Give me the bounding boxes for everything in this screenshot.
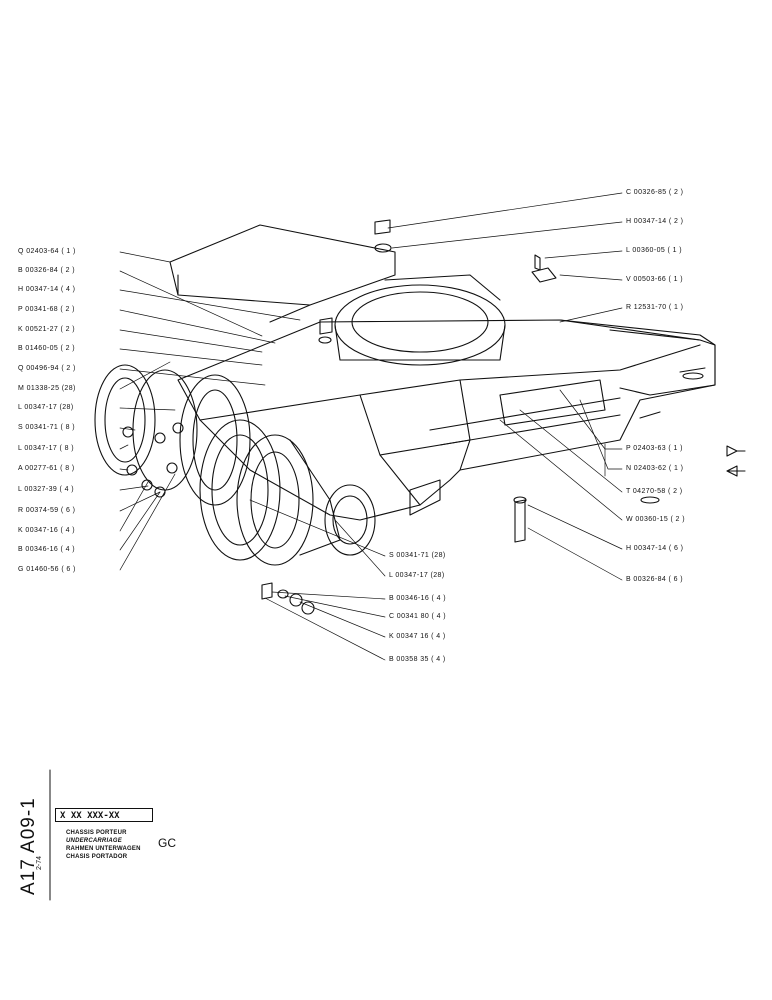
sheet-code: A17 A09-1 <box>18 797 39 895</box>
callout-label: R 00374-59 ( 6 ) <box>18 507 76 514</box>
callout-label: L 00347-17 ( 8 ) <box>18 445 74 452</box>
rear-outrigger <box>559 319 716 504</box>
callout-label: T 04270-58 ( 2 ) <box>626 488 683 495</box>
callout-label: S 00341-71 (28) <box>389 552 446 559</box>
callout-label: G 01460-56 ( 6 ) <box>18 566 76 573</box>
title-line-fr: CHASSIS PORTEUR <box>66 830 127 836</box>
callout-label: R 12531-70 ( 1 ) <box>626 304 684 311</box>
title-line-es: CHASIS PORTADOR <box>66 854 128 860</box>
title-line-de: RAHMEN UNTERWAGEN <box>66 846 141 852</box>
left-leader-lines <box>119 251 301 571</box>
callout-label: Q 00496-94 ( 2 ) <box>18 365 76 372</box>
right-leader-lines <box>387 192 623 581</box>
callout-label: K 00347 16 ( 4 ) <box>389 633 446 640</box>
callout-label: C 00326-85 ( 2 ) <box>626 189 684 196</box>
callout-label: W 00360-15 ( 2 ) <box>626 516 685 523</box>
callout-label: K 00521-27 ( 2 ) <box>18 326 75 333</box>
title-line-en: UNDERCARRIAGE <box>66 838 122 844</box>
callout-label: V 00503-66 ( 1 ) <box>626 276 683 283</box>
model-code: GC <box>158 836 176 850</box>
callout-label: B 00346-16 ( 4 ) <box>389 595 446 602</box>
callout-label: P 00341-68 ( 2 ) <box>18 306 75 313</box>
bottom-leader-lines <box>249 499 386 661</box>
callout-label: H 00347-14 ( 4 ) <box>18 286 76 293</box>
callout-label: S 00341-71 ( 8 ) <box>18 424 75 431</box>
cover-plate <box>169 224 396 323</box>
callout-label: L 00347-17 (28) <box>389 572 445 579</box>
callout-label: Q 02403-64 ( 1 ) <box>18 248 76 255</box>
front-flange-assembly <box>94 364 376 566</box>
callout-label: L 00327-39 ( 4 ) <box>18 486 74 493</box>
callout-label: L 00360-05 ( 1 ) <box>626 247 682 254</box>
callout-label: B 00326-84 ( 2 ) <box>18 267 75 274</box>
loose-hardware <box>261 496 527 615</box>
callout-label: H 00347-14 ( 6 ) <box>626 545 684 552</box>
callout-label: L 00347-17 (28) <box>18 404 74 411</box>
callout-label: B 00326-84 ( 6 ) <box>626 576 683 583</box>
callout-label: A 00277-61 ( 8 ) <box>18 465 75 472</box>
callout-label: C 00341 80 ( 4 ) <box>389 613 446 620</box>
direction-arrows <box>726 445 746 477</box>
callout-label: B 00358 35 ( 4 ) <box>389 656 446 663</box>
top-bolts <box>318 219 557 344</box>
part-number-box: X XX XXX-XX <box>55 808 153 822</box>
callout-label: B 01460-05 ( 2 ) <box>18 345 75 352</box>
callout-label: H 00347-14 ( 2 ) <box>626 218 684 225</box>
callout-label: K 00347-16 ( 4 ) <box>18 527 75 534</box>
sheet-date: 2-74 <box>36 855 43 870</box>
callout-label: N 02403-62 ( 1 ) <box>626 465 684 472</box>
callout-label: B 00346-16 ( 4 ) <box>18 546 75 553</box>
callout-label: M 01338-25 (28) <box>18 385 76 392</box>
callout-label: P 02403-63 ( 1 ) <box>626 445 683 452</box>
turntable-ring <box>334 274 506 366</box>
arrow-right-icon <box>726 445 738 457</box>
